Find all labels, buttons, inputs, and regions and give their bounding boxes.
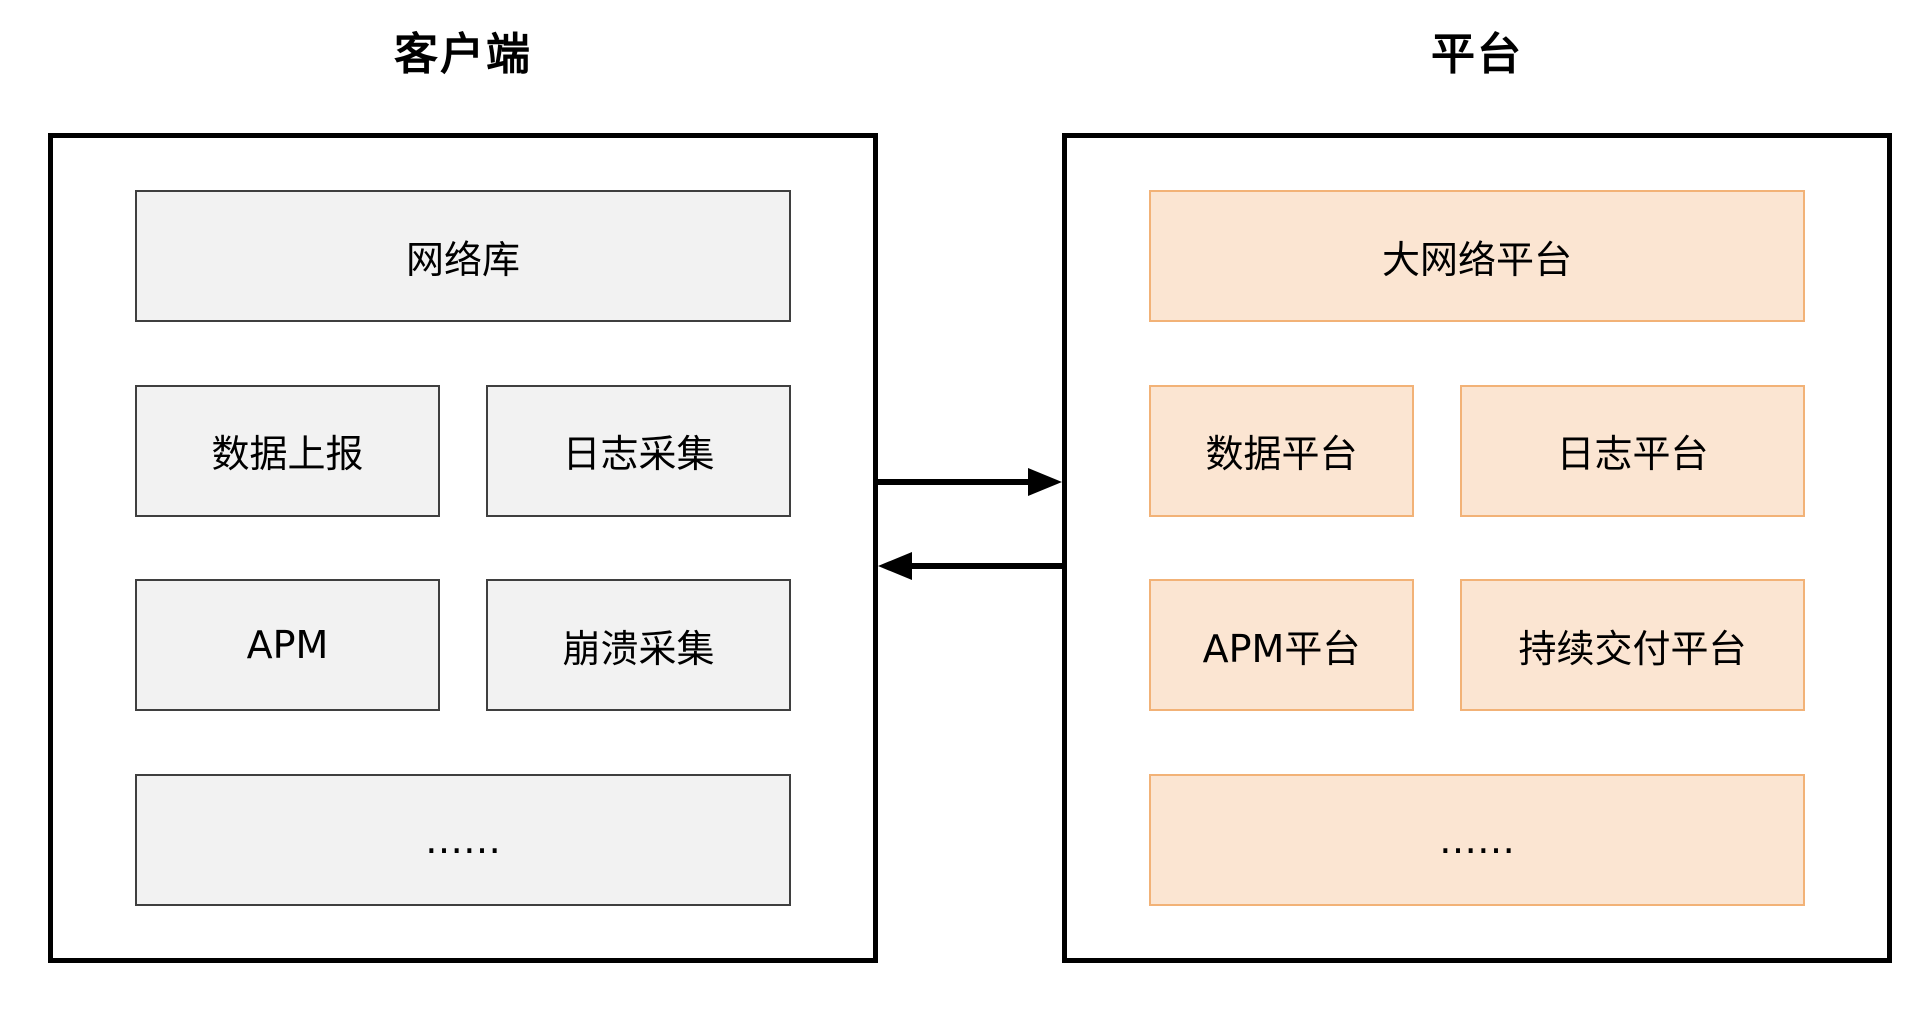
client-box-apm: APM [135, 579, 440, 712]
platform-box-big-network: 大网络平台 [1149, 190, 1805, 322]
client-box-data-report: 数据上报 [135, 384, 440, 517]
client-group-title: 客户端 [394, 29, 532, 80]
platform-group-title: 平台 [1431, 29, 1523, 80]
platform-box-cd-platform: 持续交付平台 [1460, 579, 1805, 712]
platform-box-log-platform: 日志平台 [1460, 384, 1805, 517]
flow-arrows [878, 468, 1062, 580]
client-group: 网络库 数据上报 日志采集 APM 崩溃采集 …… [48, 133, 878, 963]
client-box-network-library: 网络库 [135, 190, 791, 322]
platform-box-data-platform: 数据平台 [1149, 384, 1414, 517]
platform-box-apm-platform: APM平台 [1149, 579, 1414, 712]
platform-group: 大网络平台 数据平台 日志平台 APM平台 持续交付平台 …… [1062, 133, 1892, 963]
arrow-right-icon [878, 468, 1062, 496]
client-box-log-collect: 日志采集 [486, 384, 791, 517]
arrow-left-icon [878, 552, 1062, 580]
client-box-crash-collect: 崩溃采集 [486, 579, 791, 712]
platform-box-more: …… [1149, 773, 1805, 906]
client-box-more: …… [135, 773, 791, 906]
